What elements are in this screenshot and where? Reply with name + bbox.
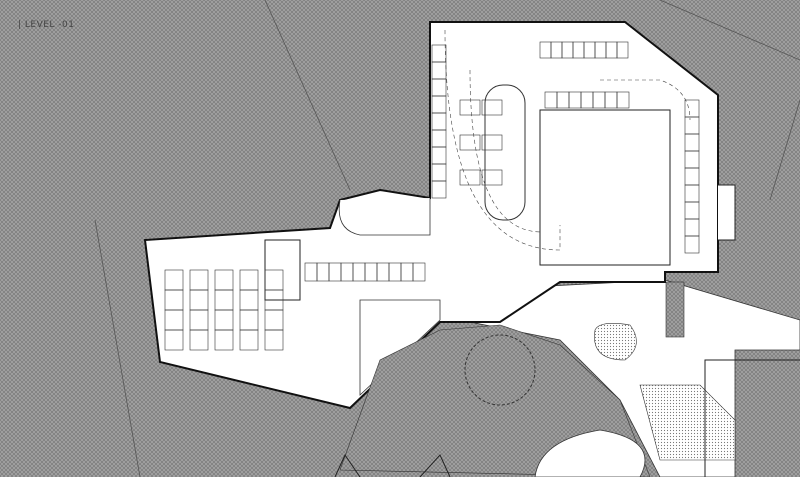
parking-stall [164, 329, 184, 351]
parking-stall [459, 169, 481, 186]
central-island [484, 84, 526, 221]
parking-stall [616, 91, 630, 109]
round-feature [464, 334, 536, 406]
drive-aisles [444, 29, 691, 251]
ramp-oval [338, 198, 431, 236]
parking-stall [684, 235, 700, 254]
parking-stall [189, 329, 209, 351]
level-label: | LEVEL -01 [18, 20, 75, 30]
parking-stalls [164, 41, 700, 351]
parking-stall [412, 262, 426, 282]
right-annex [718, 184, 736, 241]
parking-stall [481, 134, 503, 151]
lower-building-edge [534, 429, 646, 477]
parking-stall [616, 41, 629, 59]
plaza-planter [639, 384, 736, 461]
parking-stall [431, 180, 447, 199]
lobby-room [359, 299, 441, 396]
parking-stall [214, 329, 234, 351]
parking-stall [264, 329, 284, 351]
plaza-island [594, 323, 637, 361]
plaza-hatched-strip [665, 281, 685, 338]
parking-stall [239, 329, 259, 351]
parking-stall [481, 169, 503, 186]
right-structure [704, 359, 800, 477]
lower-structures [334, 453, 451, 477]
core-block [539, 109, 671, 266]
parking-stall [459, 99, 481, 116]
site-boundary-lines [94, 0, 800, 477]
parking-stall [481, 99, 503, 116]
parking-stall [459, 134, 481, 151]
